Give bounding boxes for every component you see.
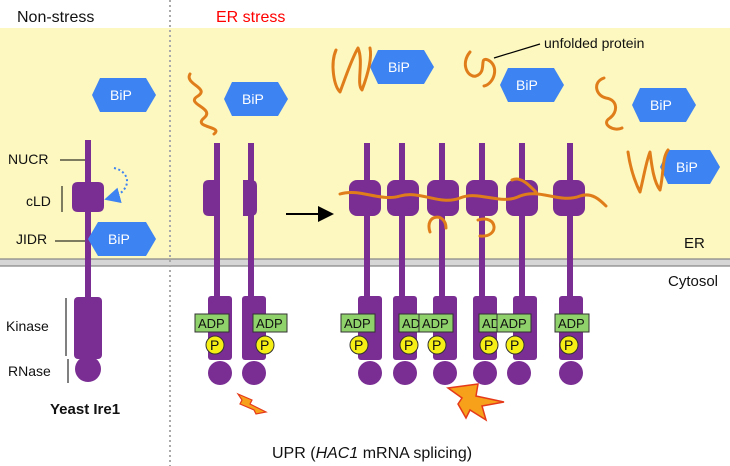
cytosol-label: Cytosol [668,273,718,290]
svg-text:P: P [510,337,519,353]
svg-text:BiP: BiP [516,77,538,93]
adp-marker-7: ADP [496,313,532,333]
bip-stress-2: BiP [370,50,434,84]
adp-p-markers: ADP ADP ADP ADP ADP ADP ADP ADP P P P P … [194,313,590,355]
svg-text:P: P [354,337,363,353]
svg-text:ADP: ADP [500,316,527,331]
unfolded-protein-1 [187,72,218,136]
bip-stress-3: BiP [500,68,564,102]
phospho-marker-2: P [255,335,275,355]
bip-nonstress-bound: BiP [88,222,156,256]
yeast-ire1-label: Yeast Ire1 [50,401,120,418]
svg-text:ADP: ADP [422,316,449,331]
ire1-dimer-1 [203,143,266,385]
non-stress-header: Non-stress [17,9,94,26]
svg-text:P: P [210,337,219,353]
nucr-cld-interaction-arrow [104,167,128,204]
svg-text:BiP: BiP [108,231,130,247]
phospho-marker-6: P [479,335,499,355]
upr-label: UPR (HAC1 mRNA splicing) [272,445,472,462]
adp-marker-5: ADP [418,313,454,333]
phospho-marker-3: P [349,335,369,355]
svg-text:ADP: ADP [198,316,225,331]
unfolded-protein-3 [463,50,497,88]
svg-text:ADP: ADP [558,316,585,331]
bip-stress-5: BiP [660,150,720,184]
er-stress-header: ER stress [216,9,285,26]
bound-unfolded-protein [338,191,608,208]
phospho-marker-4: P [399,335,419,355]
svg-text:BiP: BiP [650,97,672,113]
svg-text:P: P [564,337,573,353]
unfolded-protein-4 [595,76,624,131]
cld-label: cLD [26,193,51,209]
adp-marker-1: ADP [194,313,230,333]
adp-marker-8: ADP [554,313,590,333]
unfolded-protein-2 [331,46,372,94]
phospho-marker-5: P [427,335,447,355]
svg-text:BiP: BiP [388,59,410,75]
svg-text:P: P [432,337,441,353]
ire1-monomer-nonstress [72,140,104,382]
unfolded-protein-label: unfolded protein [544,35,644,51]
unfolded-protein-pointer [493,43,541,59]
svg-text:BiP: BiP [676,159,698,175]
svg-text:ADP: ADP [256,316,283,331]
lightning-small [236,392,268,415]
jidr-label: JIDR [16,231,47,247]
svg-text:P: P [260,337,269,353]
svg-text:BiP: BiP [242,91,264,107]
svg-text:BiP: BiP [110,87,132,103]
bip-stress-1: BiP [224,82,288,116]
rnase-label: RNase [8,363,51,379]
svg-text:ADP: ADP [344,316,371,331]
svg-text:P: P [484,337,493,353]
unfolded-protein-5 [626,148,670,194]
nucr-label: NUCR [8,151,48,167]
svg-text:P: P [404,337,413,353]
phospho-marker-7: P [505,335,525,355]
bip-nonstress-top: BiP [92,78,156,112]
bip-stress-4: BiP [632,88,696,122]
kinase-label: Kinase [6,318,49,334]
adp-marker-3: ADP [340,313,376,333]
lightning-large [446,383,505,422]
phospho-marker-8: P [559,335,579,355]
er-label: ER [684,235,705,252]
adp-marker-2: ADP [252,313,288,333]
phospho-marker-1: P [205,335,225,355]
